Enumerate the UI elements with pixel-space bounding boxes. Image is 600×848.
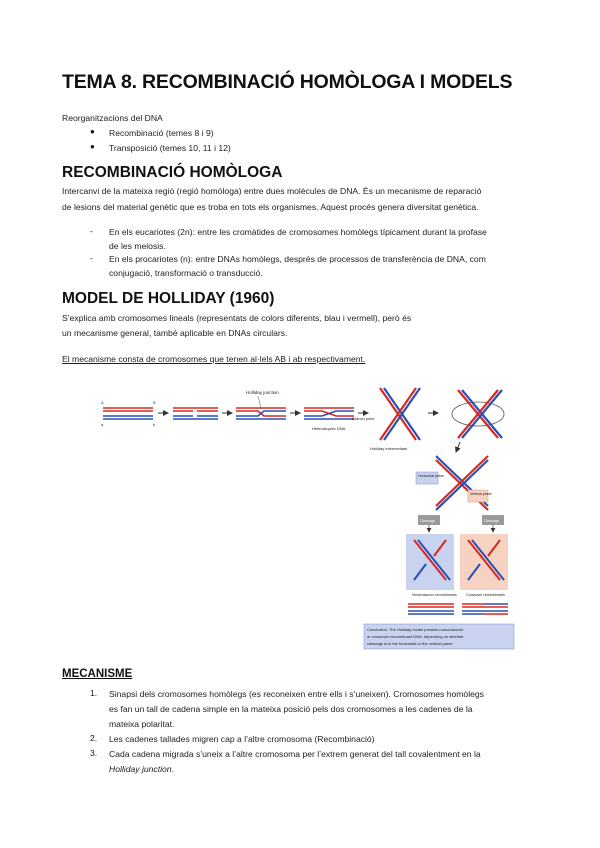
list-number: 3. <box>90 748 98 758</box>
list-item-line: Sinapsi dels cromosomes homòlegs (es rec… <box>109 689 484 699</box>
holliday-diagram: A B a b Holliday junct <box>101 387 515 650</box>
section-heading-holliday: MODEL DE HOLLIDAY (1960) <box>62 290 275 307</box>
holliday-junction-term: Holliday junction <box>109 764 172 774</box>
intro-bullet: Transposició (temes 10, 11 i 12) <box>109 143 231 153</box>
step-6-rotation <box>451 389 505 439</box>
bullet-icon: ● <box>90 142 95 151</box>
paragraph-line: S’explica amb cromosomes lineals (repres… <box>62 313 412 323</box>
step-3-holliday-junction: Holliday junction <box>236 390 286 420</box>
step-5-branch-point: Branch point Holliday intermediate <box>352 387 421 451</box>
svg-text:Vertical plane: Vertical plane <box>470 492 492 496</box>
svg-text:Conclusion: The Holliday model: Conclusion: The Holliday model predicts … <box>367 627 464 632</box>
list-item-line: En els procariotes (n): entre DNAs homòl… <box>109 254 486 264</box>
svg-text:cleavage is in the horizontal: cleavage is in the horizontal or the ver… <box>367 641 454 646</box>
page-title: TEMA 8. RECOMBINACIÓ HOMÒLOGA I MODELS <box>62 71 513 93</box>
list-item-line: de les meiosis. <box>109 241 166 251</box>
list-item-line: conjugació, transformació o transducció. <box>109 268 263 278</box>
svg-text:Cleavage: Cleavage <box>484 519 499 523</box>
intro-bullet: Recombinació (temes 8 i 9) <box>109 128 214 138</box>
paragraph-line: un mecanisme general, també aplicable en… <box>62 328 288 338</box>
svg-text:Branch point: Branch point <box>352 416 375 421</box>
cleavage-labels: Cleavage Cleavage <box>418 515 504 533</box>
dash-bullet: - <box>90 226 93 236</box>
list-item-line-italic: Holliday junction. <box>109 762 174 777</box>
list-item-line: es fan un tall de cadena simple en la ma… <box>109 704 473 714</box>
list-number: 2. <box>90 733 98 743</box>
svg-text:Holliday intermediate: Holliday intermediate <box>370 446 408 451</box>
step-2-nicks <box>173 407 218 420</box>
svg-text:Heteroduplex DNA: Heteroduplex DNA <box>312 426 346 431</box>
list-item-line: En els eucariotes (2n): entre les cromàt… <box>109 227 487 237</box>
svg-text:b: b <box>153 422 156 427</box>
intro-heading: Reorganitzacions del DNA <box>62 113 163 123</box>
list-item-line: Les cadenes tallades migren cap a l’altr… <box>109 734 375 744</box>
crossover-panel: Crossover recombinants <box>460 534 508 615</box>
svg-text:or crossover recombinant DNA,: or crossover recombinant DNA, depending … <box>367 634 464 639</box>
list-item-line: Cada cadena migrada s’uneix a l’altre cr… <box>109 749 481 759</box>
list-item-line: mateixa polaritat. <box>109 719 175 729</box>
holliday-model-figure: A B a b Holliday junct <box>98 380 538 655</box>
step-4-heteroduplex: Heteroduplex DNA <box>304 407 354 431</box>
paragraph-line: de lesions del material genètic que es t… <box>62 202 479 212</box>
svg-text:Horizontal plane: Horizontal plane <box>418 474 444 478</box>
section-heading-mecanisme: MECANISME <box>62 668 133 680</box>
svg-text:Holliday junction: Holliday junction <box>246 390 279 395</box>
step-7-planes: Horizontal plane Vertical plane <box>415 455 492 511</box>
underlined-sentence: El mecanisme consta de cromosomes que te… <box>62 354 366 364</box>
svg-text:B: B <box>153 400 156 405</box>
svg-text:Cleavage: Cleavage <box>420 519 435 523</box>
noncrossover-panel: Noncrossover recombinants <box>406 534 457 615</box>
dash-bullet: - <box>90 253 93 263</box>
list-number: 1. <box>90 688 98 698</box>
bullet-icon: ● <box>90 127 95 136</box>
svg-text:A: A <box>101 400 104 405</box>
svg-text:Crossover recombinants: Crossover recombinants <box>466 593 505 597</box>
svg-text:Noncrossover recombinants: Noncrossover recombinants <box>412 593 457 597</box>
step-1-duplexes: A B a b <box>101 400 156 427</box>
conclusion-box: Conclusion: The Holliday model predicts … <box>363 623 515 650</box>
svg-text:a: a <box>101 422 104 427</box>
sentence-end: . <box>171 764 174 774</box>
paragraph-line: Intercanvi de la mateixa regió (regió ho… <box>62 186 482 196</box>
section-heading-recombinacio: RECOMBINACIÓ HOMÒLOGA <box>62 164 283 181</box>
